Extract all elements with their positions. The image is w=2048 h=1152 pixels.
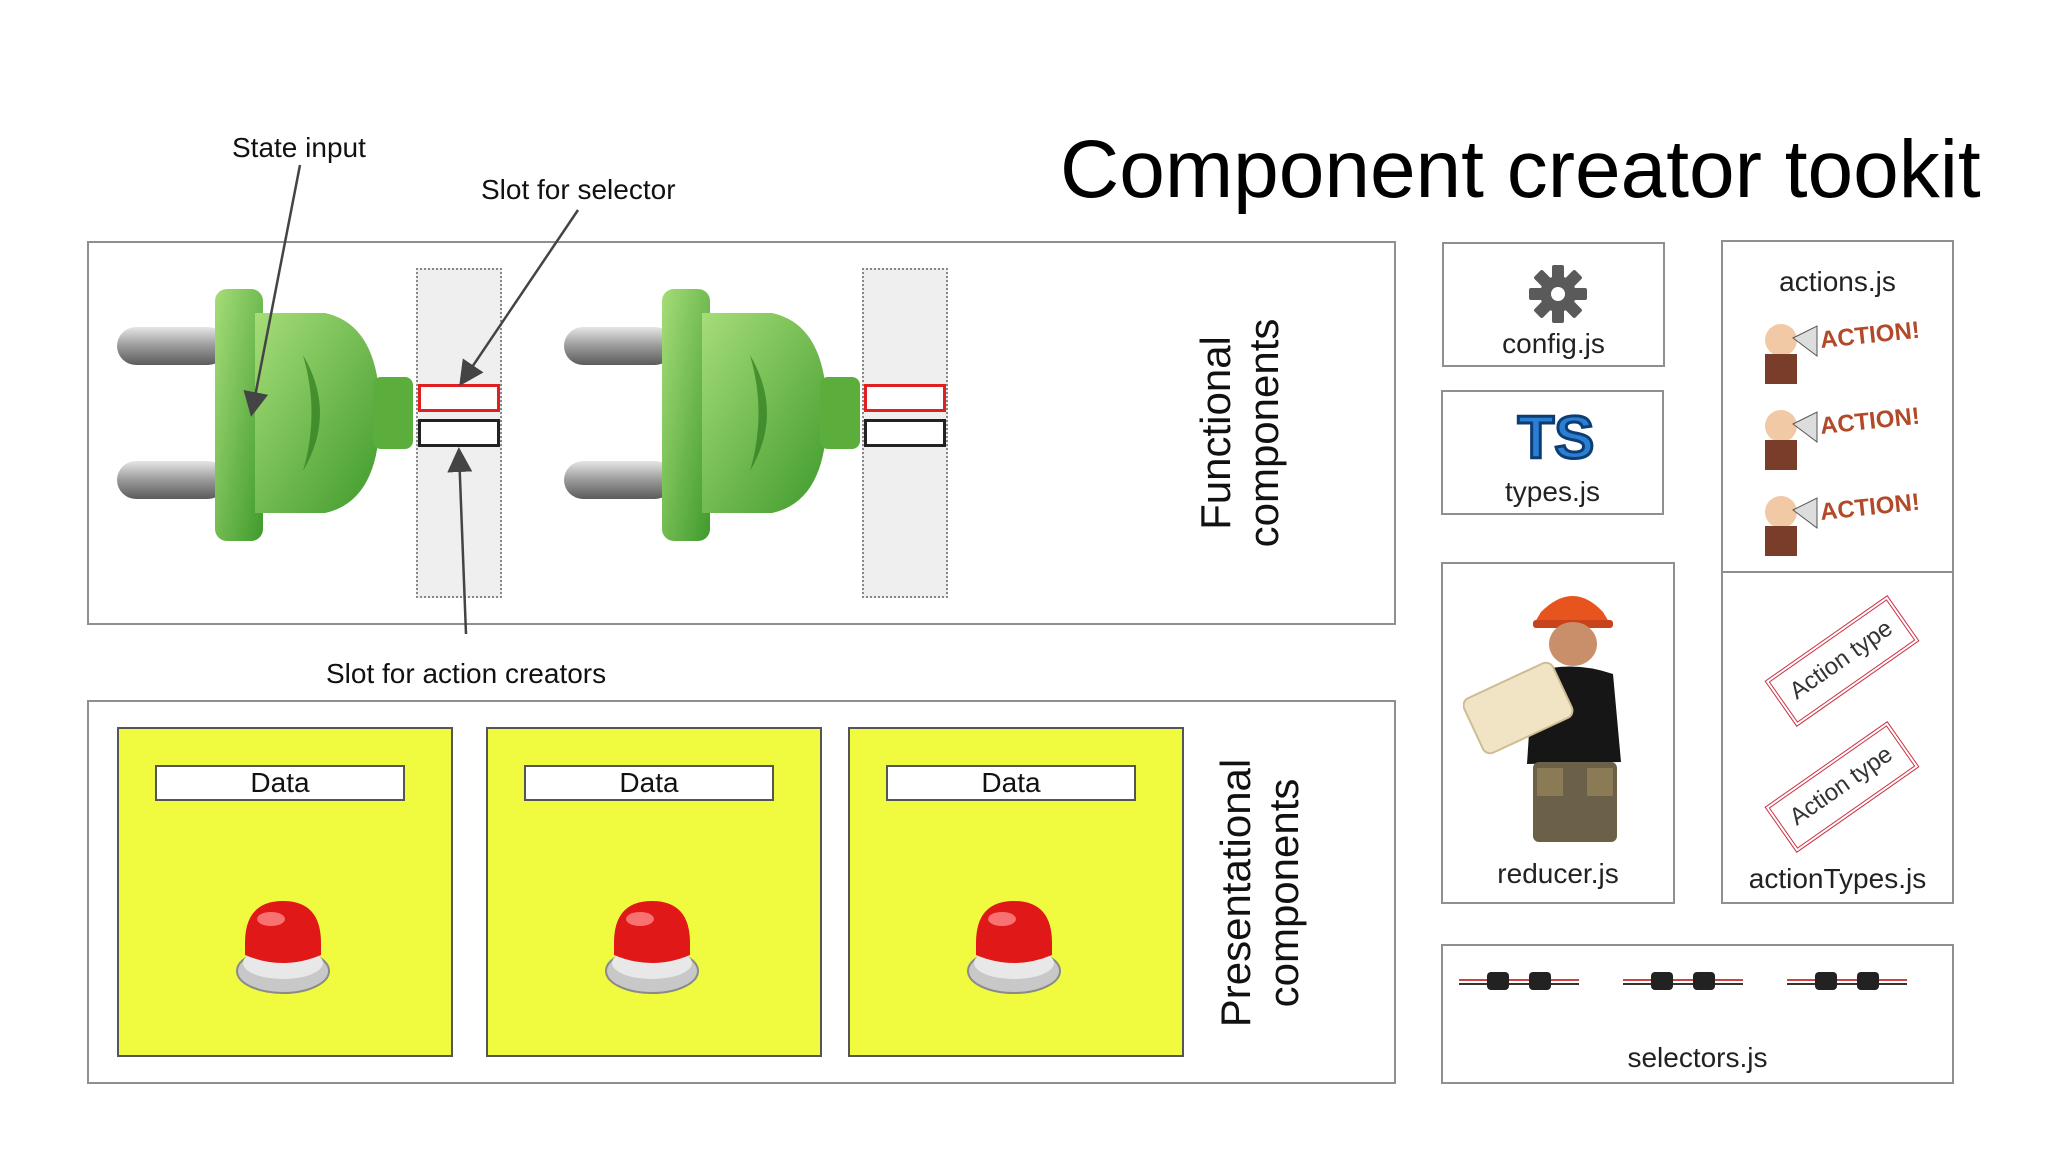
red-button-icon[interactable]: [964, 891, 1064, 1001]
presentational-card: Data: [117, 727, 453, 1057]
actions-file-label: actions.js: [1779, 266, 1896, 297]
presentational-card: Data: [486, 727, 822, 1057]
action-creators-slot[interactable]: [864, 419, 946, 447]
reducer-file-label: reducer.js: [1497, 858, 1619, 889]
slot-action-creators-annotation: Slot for action creators: [326, 658, 607, 689]
action-creators-arrow: [447, 447, 473, 635]
data-field: Data: [886, 765, 1136, 801]
config-file-box: config.js: [1442, 242, 1665, 367]
data-field: Data: [524, 765, 774, 801]
construction-worker-icon: [1463, 596, 1621, 842]
state-input-annotation: State input: [232, 132, 366, 163]
action-type-stamp: Action type: [1764, 721, 1920, 853]
svg-text:ACTION!: ACTION!: [1819, 489, 1921, 526]
svg-text:ACTION!: ACTION!: [1819, 317, 1921, 354]
selector-arrow: [459, 209, 580, 387]
gear-icon: [1529, 265, 1587, 323]
types-file-label: types.js: [1505, 476, 1600, 507]
action-types-file-box: Action type Action type actionTypes.js: [1721, 571, 1954, 904]
plug-icon: [117, 289, 413, 541]
connector-icon: [1787, 972, 1907, 990]
page-title: Component creator tookit: [1060, 124, 1981, 215]
selectors-file-label: selectors.js: [1627, 1042, 1768, 1073]
state-input-arrow: [243, 164, 302, 417]
config-file-label: config.js: [1502, 328, 1605, 359]
types-file-box: TS types.js: [1441, 390, 1664, 515]
plug-icon: [564, 289, 860, 541]
action-creators-slot[interactable]: [418, 419, 500, 447]
presentational-card: Data: [848, 727, 1184, 1057]
selectors-file-box: selectors.js: [1441, 944, 1954, 1084]
connector-icon: [1623, 972, 1743, 990]
red-button-icon[interactable]: [233, 891, 333, 1001]
actions-file-box: actions.js ACTION! ACTION! ACTION!: [1721, 240, 1954, 573]
typescript-logo-icon: TS: [1516, 404, 1596, 468]
slot-selector-annotation: Slot for selector: [481, 174, 676, 205]
selector-slot[interactable]: [864, 384, 946, 412]
megaphone-action-icon: ACTION!: [1765, 403, 1921, 470]
reducer-file-box: reducer.js: [1441, 562, 1675, 904]
data-field: Data: [155, 765, 405, 801]
selector-slot[interactable]: [418, 384, 500, 412]
svg-text:ACTION!: ACTION!: [1819, 403, 1921, 440]
annotation-arrows: [243, 164, 580, 635]
red-button-icon[interactable]: [602, 891, 702, 1001]
action-types-file-label: actionTypes.js: [1748, 863, 1927, 894]
connector-icon: [1459, 972, 1579, 990]
typescript-logo-text: TS: [1518, 404, 1595, 468]
megaphone-action-icon: ACTION!: [1765, 317, 1921, 384]
action-type-stamp: Action type: [1764, 595, 1920, 727]
megaphone-action-icon: ACTION!: [1765, 489, 1921, 556]
